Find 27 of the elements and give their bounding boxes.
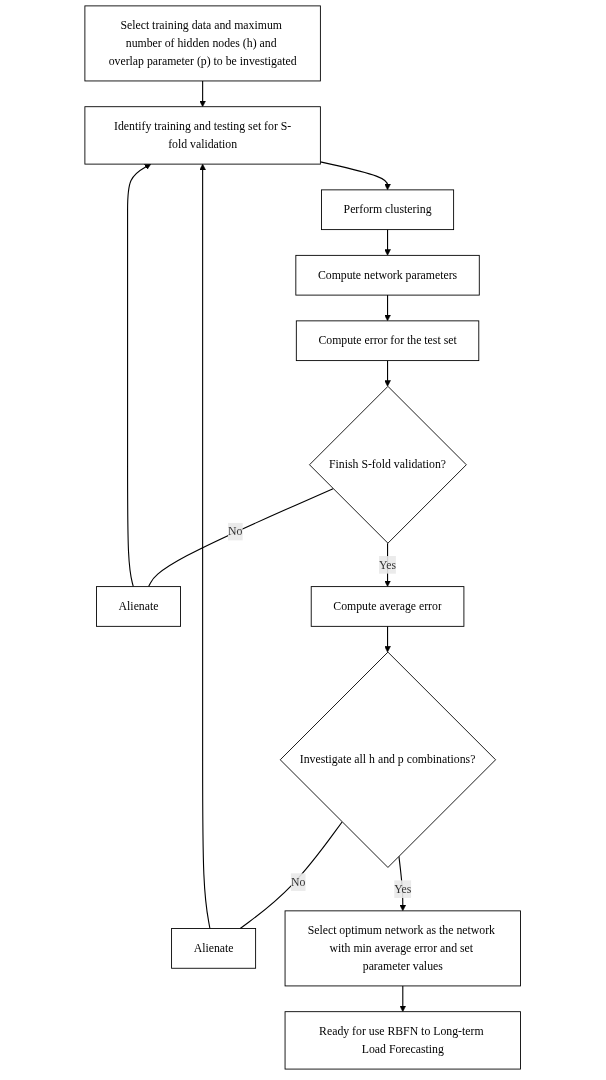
- node-box: [171, 928, 257, 969]
- node-diamond: [280, 651, 497, 868]
- edge-label: Yes: [379, 558, 397, 571]
- connector: [239, 821, 343, 930]
- arrow: [384, 229, 392, 256]
- node-box: [96, 586, 182, 627]
- node-box: [84, 106, 322, 165]
- node-box: [284, 1011, 522, 1070]
- edge-label: No: [228, 525, 243, 538]
- connector: [148, 488, 334, 588]
- arrow: [384, 360, 392, 387]
- node-box: [84, 5, 322, 82]
- node-box: [321, 189, 455, 231]
- node-box: [296, 320, 480, 362]
- edge-label: No: [291, 875, 306, 889]
- node-diamond: [309, 385, 468, 544]
- node-box: [295, 254, 480, 296]
- arrow: [399, 985, 407, 1012]
- arrow: [127, 163, 152, 588]
- arrow: [384, 294, 392, 322]
- node-box: [284, 910, 522, 987]
- arrow: [199, 163, 211, 930]
- node-box: [311, 586, 465, 627]
- arrow: [384, 625, 392, 653]
- edge-label: Yes: [394, 882, 412, 896]
- arrow: [320, 161, 392, 191]
- arrow: [199, 80, 207, 107]
